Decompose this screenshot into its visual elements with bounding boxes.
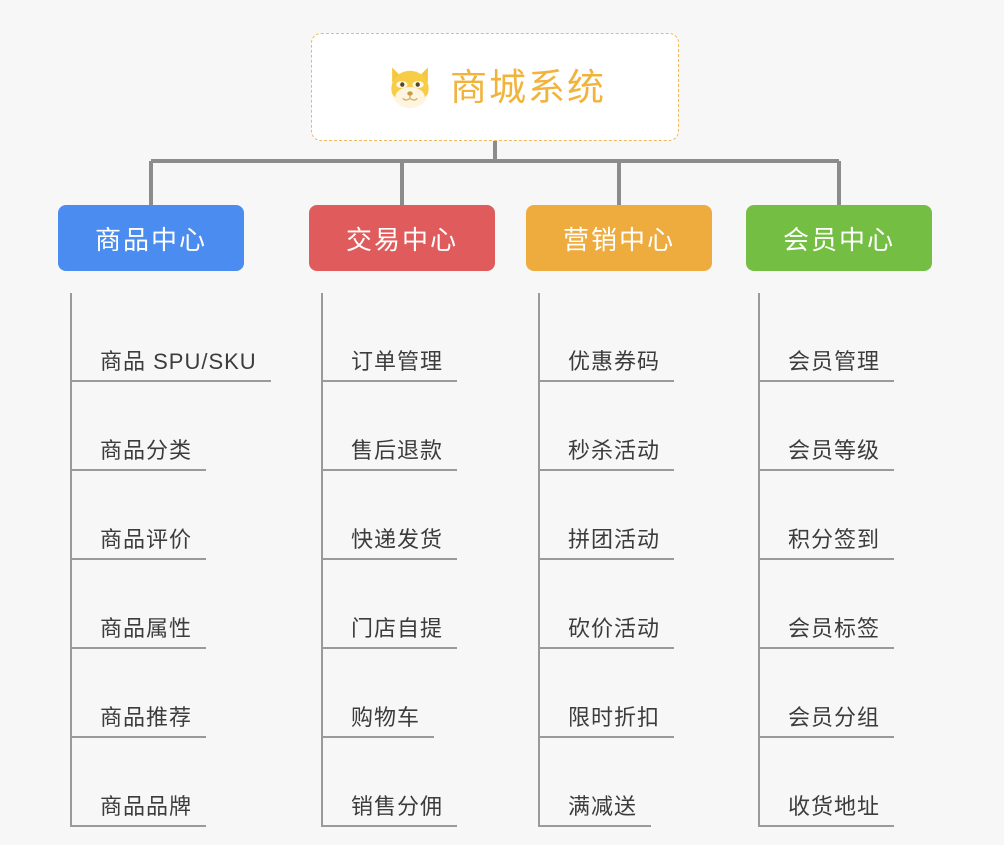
leaf-underline xyxy=(72,647,206,649)
leaf-underline xyxy=(760,736,894,738)
leaf-underline xyxy=(72,558,206,560)
branch-label-0: 商品中心 xyxy=(94,224,207,255)
leaf-item[interactable]: 商品评价 xyxy=(72,471,244,560)
leaf-label: 会员管理 xyxy=(788,349,881,374)
leaf-underline xyxy=(760,469,894,471)
branch-label-2: 营销中心 xyxy=(562,224,675,255)
leaf-item[interactable]: 秒杀活动 xyxy=(540,382,712,471)
leaf-label: 商品品牌 xyxy=(100,794,193,819)
leaf-item[interactable]: 会员标签 xyxy=(760,560,932,649)
leaf-item[interactable]: 拼团活动 xyxy=(540,471,712,560)
leaf-label: 商品分类 xyxy=(100,438,193,463)
branch-label-3: 会员中心 xyxy=(782,224,895,255)
leaf-underline xyxy=(72,380,271,382)
leaf-underline xyxy=(323,469,457,471)
leaf-label: 商品评价 xyxy=(100,527,193,552)
leaf-underline xyxy=(72,825,206,827)
branch-label-1: 交易中心 xyxy=(345,224,458,255)
leaf-label: 优惠券码 xyxy=(568,349,661,374)
branch-header-3[interactable]: 会员中心 xyxy=(746,205,932,271)
branch-header-2[interactable]: 营销中心 xyxy=(526,205,712,271)
leaf-underline xyxy=(323,647,457,649)
leaf-item[interactable]: 商品品牌 xyxy=(72,738,244,827)
leaf-underline xyxy=(540,825,651,827)
leaf-underline xyxy=(760,825,894,827)
leaf-item[interactable]: 商品属性 xyxy=(72,560,244,649)
leaf-underline xyxy=(540,736,674,738)
leaf-label: 限时折扣 xyxy=(568,705,661,730)
leaf-item[interactable]: 限时折扣 xyxy=(540,649,712,738)
root-title: 商城系统 xyxy=(450,66,606,108)
leaf-label: 会员标签 xyxy=(788,616,881,641)
leaf-item[interactable]: 砍价活动 xyxy=(540,560,712,649)
branch-columns: 商品中心 商品 SPU/SKU 商品分类 商品评价 商品属性 xyxy=(0,205,1004,845)
leaf-item[interactable]: 门店自提 xyxy=(323,560,495,649)
leaf-item[interactable]: 会员管理 xyxy=(760,293,932,382)
leaf-item[interactable]: 收货地址 xyxy=(760,738,932,827)
branch-column-0: 商品中心 商品 SPU/SKU 商品分类 商品评价 商品属性 xyxy=(58,205,271,827)
leaf-label: 快递发货 xyxy=(351,527,444,552)
leaf-item[interactable]: 会员等级 xyxy=(760,382,932,471)
leaf-item[interactable]: 满减送 xyxy=(540,738,712,827)
leaf-item[interactable]: 快递发货 xyxy=(323,471,495,560)
leaf-item[interactable]: 订单管理 xyxy=(323,293,495,382)
leaf-list-0: 商品 SPU/SKU 商品分类 商品评价 商品属性 商品推荐 xyxy=(70,293,271,827)
leaf-underline xyxy=(540,469,674,471)
leaf-list-1: 订单管理 售后退款 快递发货 门店自提 购物车 xyxy=(321,293,495,827)
leaf-label: 售后退款 xyxy=(351,438,444,463)
leaf-underline xyxy=(540,647,674,649)
leaf-underline xyxy=(323,558,457,560)
leaf-item[interactable]: 会员分组 xyxy=(760,649,932,738)
root-node-content: 商城系统 xyxy=(384,61,606,113)
leaf-underline xyxy=(540,558,674,560)
leaf-label: 满减送 xyxy=(568,794,638,819)
leaf-item[interactable]: 销售分佣 xyxy=(323,738,495,827)
leaf-underline xyxy=(760,380,894,382)
leaf-underline xyxy=(540,380,674,382)
leaf-label: 门店自提 xyxy=(351,616,444,641)
leaf-label: 收货地址 xyxy=(788,794,881,819)
leaf-item[interactable]: 商品分类 xyxy=(72,382,244,471)
leaf-label: 会员等级 xyxy=(788,438,881,463)
leaf-label: 商品属性 xyxy=(100,616,193,641)
shiba-dog-icon xyxy=(391,67,429,109)
branch-column-2: 营销中心 优惠券码 秒杀活动 拼团活动 砍价活动 xyxy=(526,205,712,827)
leaf-underline xyxy=(323,825,457,827)
leaf-item[interactable]: 优惠券码 xyxy=(540,293,712,382)
leaf-label: 秒杀活动 xyxy=(568,438,661,463)
leaf-label: 拼团活动 xyxy=(568,527,661,552)
leaf-label: 商品推荐 xyxy=(100,705,193,730)
leaf-underline xyxy=(323,736,434,738)
leaf-underline xyxy=(72,469,206,471)
leaf-item[interactable]: 积分签到 xyxy=(760,471,932,560)
leaf-label: 购物车 xyxy=(351,705,421,730)
leaf-label: 订单管理 xyxy=(351,349,444,374)
leaf-underline xyxy=(760,558,894,560)
leaf-label: 会员分组 xyxy=(788,705,881,730)
leaf-label: 砍价活动 xyxy=(568,616,661,641)
root-node[interactable]: 商城系统 xyxy=(311,33,679,141)
leaf-label: 销售分佣 xyxy=(351,794,444,819)
leaf-underline xyxy=(72,736,206,738)
leaf-underline xyxy=(760,647,894,649)
leaf-label: 积分签到 xyxy=(788,527,881,552)
leaf-item[interactable]: 商品 SPU/SKU xyxy=(72,293,271,382)
branch-column-1: 交易中心 订单管理 售后退款 快递发货 门店自提 xyxy=(309,205,495,827)
leaf-label: 商品 SPU/SKU xyxy=(100,349,257,374)
leaf-underline xyxy=(323,380,457,382)
leaf-item[interactable]: 购物车 xyxy=(323,649,495,738)
leaf-list-2: 优惠券码 秒杀活动 拼团活动 砍价活动 限时折扣 xyxy=(538,293,712,827)
branch-header-1[interactable]: 交易中心 xyxy=(309,205,495,271)
branch-column-3: 会员中心 会员管理 会员等级 积分签到 会员标签 xyxy=(746,205,932,827)
leaf-item[interactable]: 商品推荐 xyxy=(72,649,244,738)
leaf-item[interactable]: 售后退款 xyxy=(323,382,495,471)
branch-header-0[interactable]: 商品中心 xyxy=(58,205,244,271)
leaf-list-3: 会员管理 会员等级 积分签到 会员标签 会员分组 xyxy=(758,293,932,827)
